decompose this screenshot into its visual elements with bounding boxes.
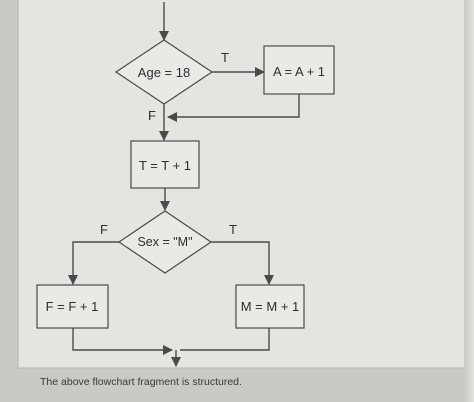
f-increment-label: F = F + 1 — [46, 299, 99, 314]
m-merge-line — [180, 328, 270, 351]
m-increment-box — [235, 284, 305, 329]
flowchart-caption: The above flowchart fragment is structur… — [40, 376, 242, 388]
age-true-label: T — [221, 50, 229, 65]
age-decision-label: Age = 18 — [138, 65, 190, 80]
m-increment-label: M = M + 1 — [241, 299, 300, 314]
sex-false-label: F — [100, 222, 108, 237]
right-edge-shadow — [464, 0, 474, 402]
a-increment-label: A = A + 1 — [273, 64, 325, 79]
a-return-arrow — [167, 94, 300, 122]
sex-decision-label: Sex = "M" — [137, 235, 192, 249]
sex-false-arrow — [68, 241, 119, 285]
f-merge-arrow — [72, 328, 173, 355]
t-increment-label: T = T + 1 — [139, 158, 191, 173]
sex-decision-diamond — [117, 210, 213, 274]
sex-true-label: T — [229, 222, 237, 237]
sex-true-arrow — [211, 241, 274, 285]
age-false-label: F — [148, 108, 156, 123]
